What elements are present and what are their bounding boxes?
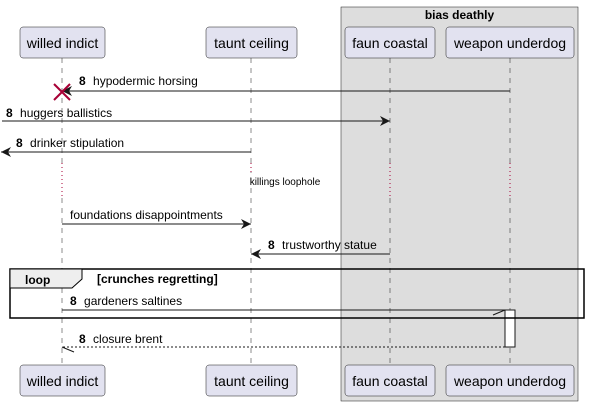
participant-label: weapon underdog: [453, 35, 566, 51]
participant-willed-indict-top[interactable]: willed indict: [19, 26, 106, 59]
svg-text:8 hypodermic horsing: 8 hypodermic horsing: [79, 74, 198, 88]
message-number: 8: [6, 106, 13, 120]
loop-condition: [crunches regretting]: [97, 272, 218, 286]
participant-label: faun coastal: [352, 35, 428, 51]
participant-faun-coastal-bottom[interactable]: faun coastal: [344, 364, 436, 397]
svg-text:8 drinker stipulation: 8 drinker stipulation: [16, 136, 124, 150]
message-label: hypodermic horsing: [93, 74, 198, 88]
box-bias-deathly: bias deathly: [340, 6, 579, 402]
message-number: 8: [268, 238, 275, 252]
loop-keyword: loop: [25, 273, 50, 287]
svg-text:8 trustworthy statue: 8 trustworthy statue: [268, 238, 377, 252]
message-label: gardeners saltines: [84, 294, 182, 308]
message-number: 8: [70, 294, 77, 308]
delay-label: killings loophole: [250, 177, 321, 188]
message-closure-brent: 8 closure brent: [61, 332, 505, 353]
loop-fragment: loop [crunches regretting]: [9, 268, 585, 319]
activation-bar: [504, 309, 516, 348]
participant-label: willed indict: [26, 35, 99, 51]
message-trustworthy-statue: 8 trustworthy statue: [251, 238, 390, 259]
participant-label: faun coastal: [352, 373, 428, 389]
message-huggers-ballistics: 8 huggers ballistics: [2, 106, 390, 126]
message-label: trustworthy statue: [282, 238, 377, 252]
participant-faun-coastal-top[interactable]: faun coastal: [344, 26, 436, 59]
message-number: 8: [79, 74, 86, 88]
message-label: drinker stipulation: [30, 136, 124, 150]
message-hypodermic-horsing: 8 hypodermic horsing: [53, 74, 510, 101]
participant-taunt-ceiling-bottom[interactable]: taunt ceiling: [205, 364, 298, 397]
message-foundations-disappointments: foundations disappointments: [62, 208, 251, 229]
message-drinker-stipulation: 8 drinker stipulation: [1, 136, 251, 157]
message-label: huggers ballistics: [20, 106, 112, 120]
message-gardeners-saltines: 8 gardeners saltines: [62, 294, 506, 316]
svg-text:8 gardeners saltines: 8 gardeners saltines: [70, 294, 182, 308]
message-label: foundations disappointments: [70, 208, 223, 222]
svg-text:8 huggers ballistics: 8 huggers ballistics: [6, 106, 112, 120]
message-number: 8: [79, 332, 86, 346]
participant-willed-indict-bottom[interactable]: willed indict: [19, 364, 106, 397]
svg-text:8 closure brent: 8 closure brent: [79, 332, 163, 346]
message-label: closure brent: [93, 332, 163, 346]
participant-label: willed indict: [26, 373, 99, 389]
lifelines: [61, 58, 511, 365]
participant-weapon-underdog-bottom[interactable]: weapon underdog: [445, 364, 575, 397]
participant-taunt-ceiling-top[interactable]: taunt ceiling: [205, 26, 298, 59]
box-title: bias deathly: [425, 8, 495, 22]
message-number: 8: [16, 136, 23, 150]
participant-label: weapon underdog: [453, 373, 566, 389]
destroy-x-icon: [53, 83, 71, 101]
participant-weapon-underdog-top[interactable]: weapon underdog: [445, 26, 575, 59]
participant-label: taunt ceiling: [214, 35, 289, 51]
participant-label: taunt ceiling: [214, 373, 289, 389]
delay: killings loophole: [60, 163, 512, 196]
